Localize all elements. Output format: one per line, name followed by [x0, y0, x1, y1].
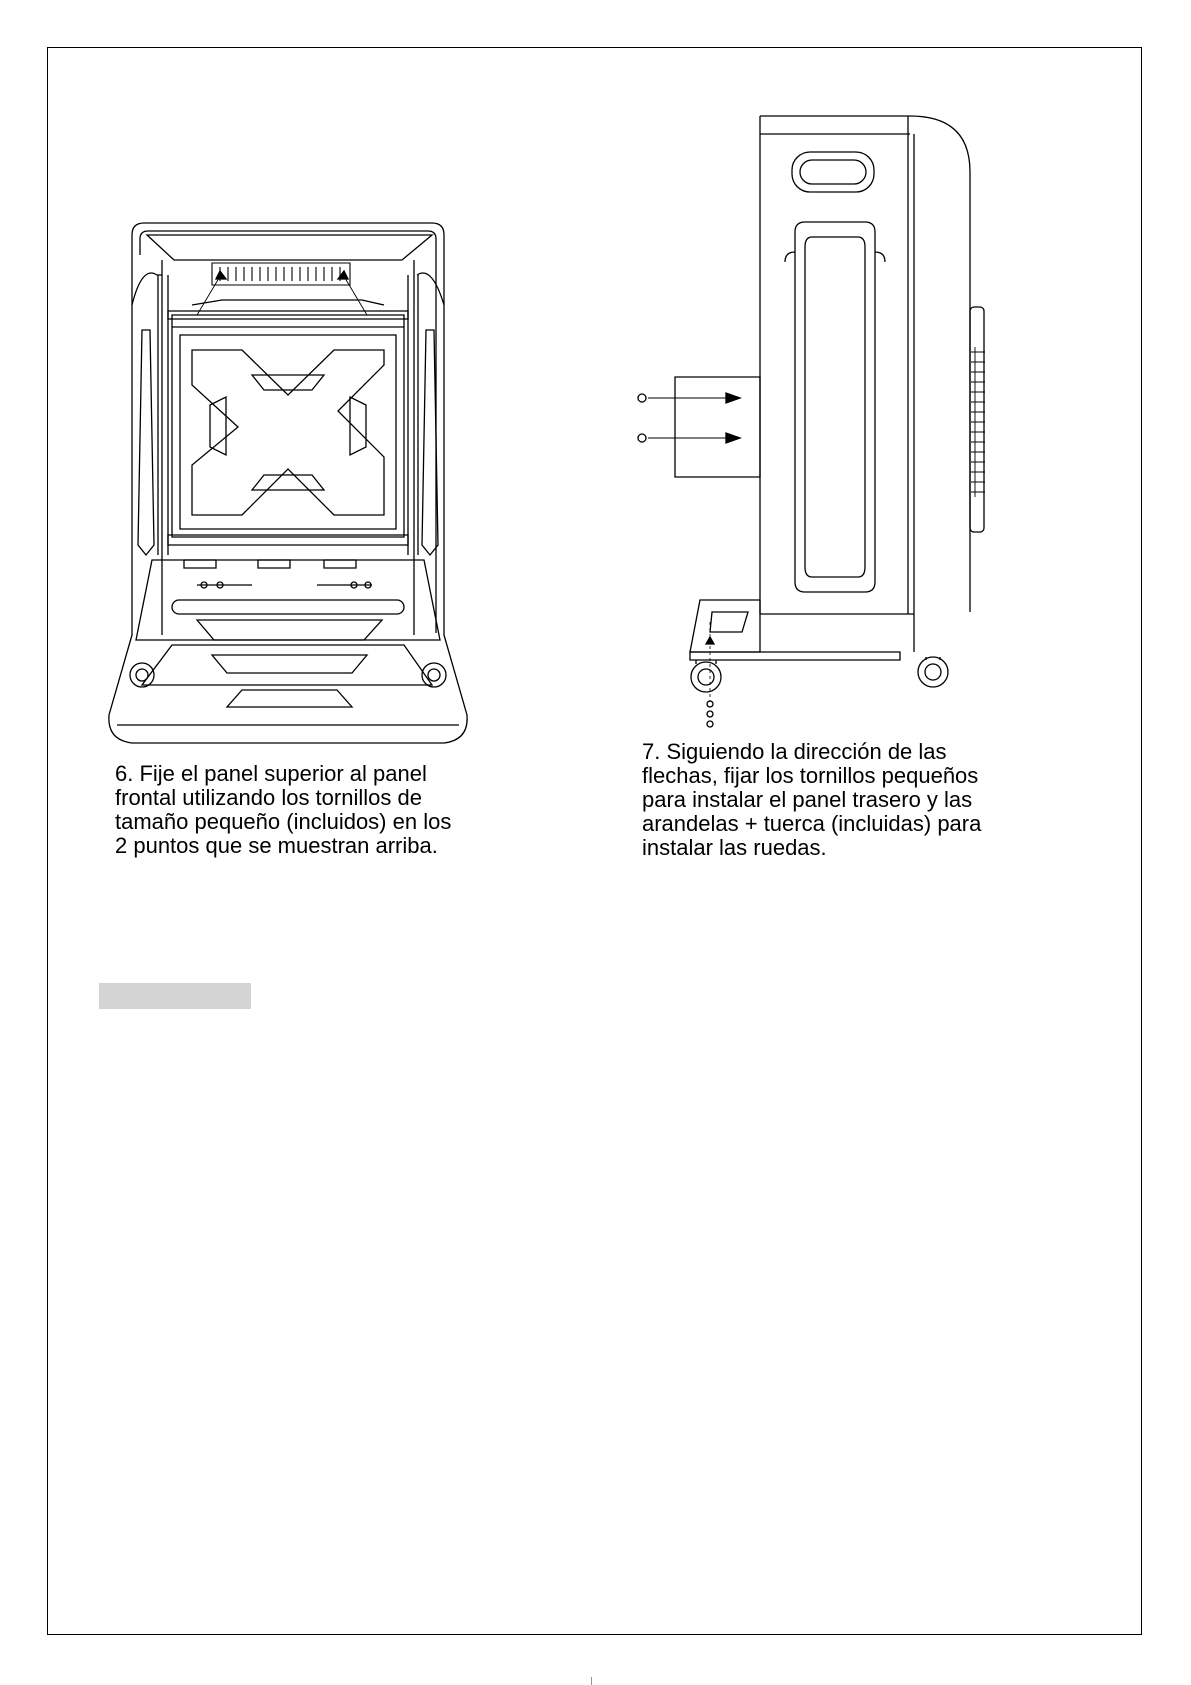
step6-line-4: 2 puntos que se muestran arriba. [115, 833, 438, 858]
highlight-bar [99, 983, 251, 1009]
step6-line-1: 6. Fije el panel superior al panel [115, 761, 427, 786]
step7-line-1: 7. Siguiendo la dirección de las [642, 739, 947, 764]
step6-line-2: frontal utilizando los tornillos de [115, 785, 422, 810]
figure-side-view [630, 112, 990, 730]
figure-front-panel [102, 215, 475, 750]
page-footer-mark [591, 1677, 592, 1685]
step7-line-2: flechas, fijar los tornillos pequeños [642, 763, 979, 788]
step6-caption: 6. Fije el panel superior al panel front… [115, 762, 451, 858]
page-border [47, 47, 1142, 1635]
step7-caption: 7. Siguiendo la dirección de las flechas… [642, 740, 981, 860]
step7-line-3: para instalar el panel trasero y las [642, 787, 973, 812]
step7-line-5: instalar las ruedas. [642, 835, 827, 860]
step6-line-3: tamaño pequeño (incluidos) en los [115, 809, 452, 834]
step7-line-4: arandelas + tuerca (incluidas) para [642, 811, 982, 836]
